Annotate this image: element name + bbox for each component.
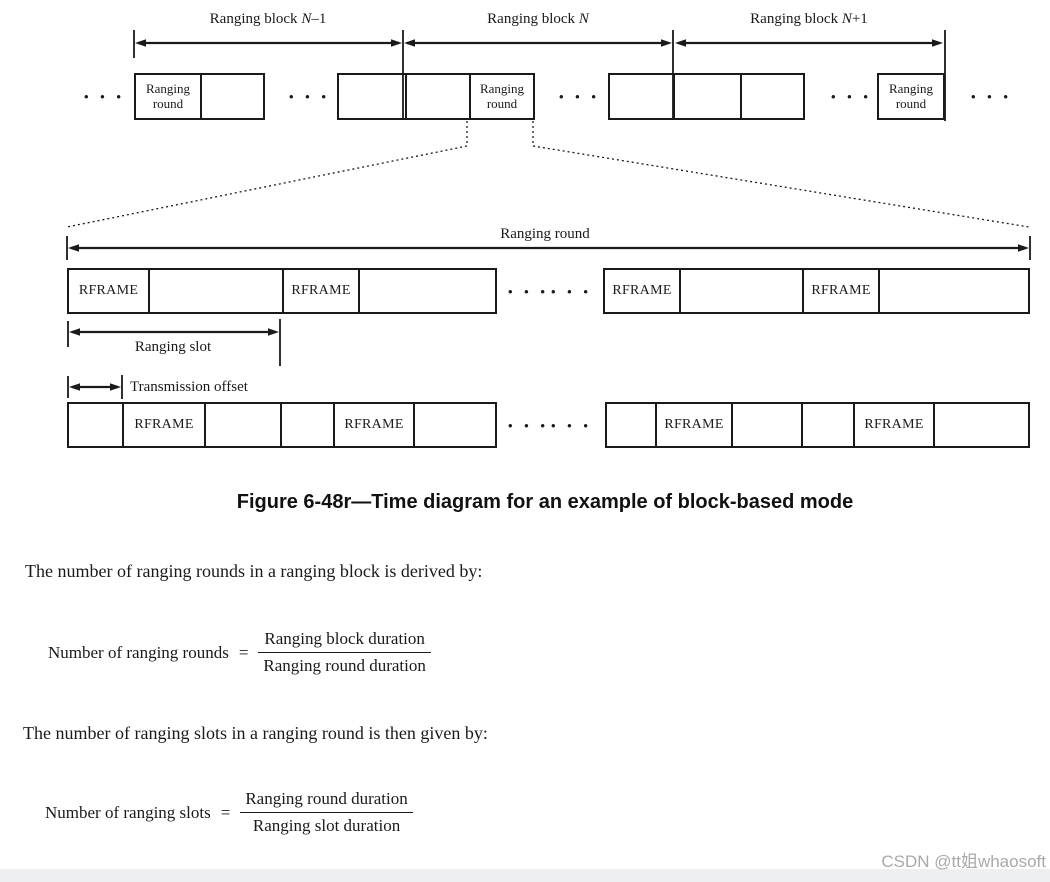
fraction-denominator: Ranging round duration	[263, 656, 426, 675]
paragraph-ranging-slots: The number of ranging slots in a ranging…	[23, 723, 488, 743]
rframe-cell: RFRAME	[282, 268, 360, 314]
empty-cell	[204, 402, 282, 448]
empty-cell	[280, 402, 335, 448]
block-label-n-minus-1: Ranging block N–1	[168, 11, 368, 28]
rframe-cell: RFRAME	[122, 402, 206, 448]
rframe-row1-group2: RFRAME RFRAME	[603, 268, 1030, 314]
block-label-var: N	[841, 11, 852, 27]
fraction-numerator: Ranging block duration	[258, 629, 431, 653]
block-label-var: N	[578, 11, 589, 27]
empty-cell	[878, 268, 1030, 314]
rframe-row2-group2: RFRAME RFRAME	[605, 402, 1030, 448]
empty-cell	[405, 73, 471, 120]
block-label-var: N	[301, 11, 312, 27]
round-group-2: Ranging round	[337, 73, 535, 120]
footer-bar	[0, 869, 1050, 882]
ranging-round-arrow-label: Ranging round	[500, 226, 590, 242]
fraction-numerator: Ranging round duration	[240, 789, 413, 813]
rframe-row1-group1: RFRAME RFRAME	[67, 268, 497, 314]
block-label-n: Ranging block N	[438, 11, 638, 28]
round-group-4: Ranging round	[877, 73, 945, 120]
equals-sign: =	[238, 642, 249, 662]
ellipsis: • • •	[831, 89, 872, 104]
empty-cell	[673, 73, 742, 120]
ellipsis: • • •	[559, 89, 600, 104]
ranging-round-cell: Ranging round	[469, 73, 535, 120]
formula-lhs: Number of ranging slots	[45, 802, 211, 822]
ellipsis: • • •	[551, 284, 592, 299]
ellipsis: • • •	[289, 89, 330, 104]
figure-caption: Figure 6-48r—Time diagram for an example…	[236, 491, 854, 513]
block-label-suffix: +1	[851, 11, 868, 27]
block-label-suffix: –1	[311, 11, 327, 27]
ranging-round-cell: Ranging round	[134, 73, 202, 120]
formula-number-of-ranging-rounds: Number of ranging rounds = Ranging block…	[48, 629, 431, 676]
paragraph-ranging-rounds: The number of ranging rounds in a rangin…	[25, 561, 483, 581]
formula-lhs: Number of ranging rounds	[48, 642, 229, 662]
ellipsis: • • •	[508, 418, 549, 433]
rframe-cell: RFRAME	[333, 402, 415, 448]
empty-cell	[605, 402, 657, 448]
empty-cell	[413, 402, 497, 448]
empty-cell	[801, 402, 855, 448]
round-group-1: Ranging round	[134, 73, 265, 120]
transmission-offset-label: Transmission offset	[130, 379, 248, 395]
empty-cell	[740, 73, 805, 120]
empty-cell	[337, 73, 407, 120]
rframe-cell: RFRAME	[853, 402, 935, 448]
rframe-row2-group1: RFRAME RFRAME	[67, 402, 497, 448]
empty-cell	[148, 268, 284, 314]
empty-cell	[67, 402, 124, 448]
ellipsis: • • •	[84, 89, 125, 104]
zoom-leader-dotted-lines	[66, 121, 1030, 228]
empty-cell	[200, 73, 265, 120]
empty-cell	[731, 402, 803, 448]
block-label-n-plus-1: Ranging block N+1	[709, 11, 909, 28]
round-group-3	[608, 73, 805, 120]
block-label-text: Ranging block	[487, 11, 579, 27]
empty-cell	[679, 268, 804, 314]
ranging-slot-label: Ranging slot	[134, 339, 212, 355]
empty-cell	[358, 268, 497, 314]
rframe-cell: RFRAME	[67, 268, 150, 314]
ranging-round-cell: Ranging round	[877, 73, 945, 120]
fraction: Ranging round duration Ranging slot dura…	[240, 789, 413, 836]
formula-number-of-ranging-slots: Number of ranging slots = Ranging round …	[45, 789, 413, 836]
equals-sign: =	[220, 802, 231, 822]
ellipsis: • • •	[508, 284, 549, 299]
rframe-cell: RFRAME	[603, 268, 681, 314]
csdn-watermark: CSDN @tt姐whaosoft	[881, 852, 1046, 871]
block-label-text: Ranging block	[750, 11, 842, 27]
ellipsis: • • •	[971, 89, 1012, 104]
empty-cell	[933, 402, 1030, 448]
rframe-cell: RFRAME	[802, 268, 880, 314]
fraction-denominator: Ranging slot duration	[252, 816, 401, 835]
ellipsis: • • •	[551, 418, 592, 433]
block-label-text: Ranging block	[209, 11, 302, 27]
fraction: Ranging block duration Ranging round dur…	[258, 629, 431, 676]
empty-cell	[608, 73, 675, 120]
rframe-cell: RFRAME	[655, 402, 733, 448]
